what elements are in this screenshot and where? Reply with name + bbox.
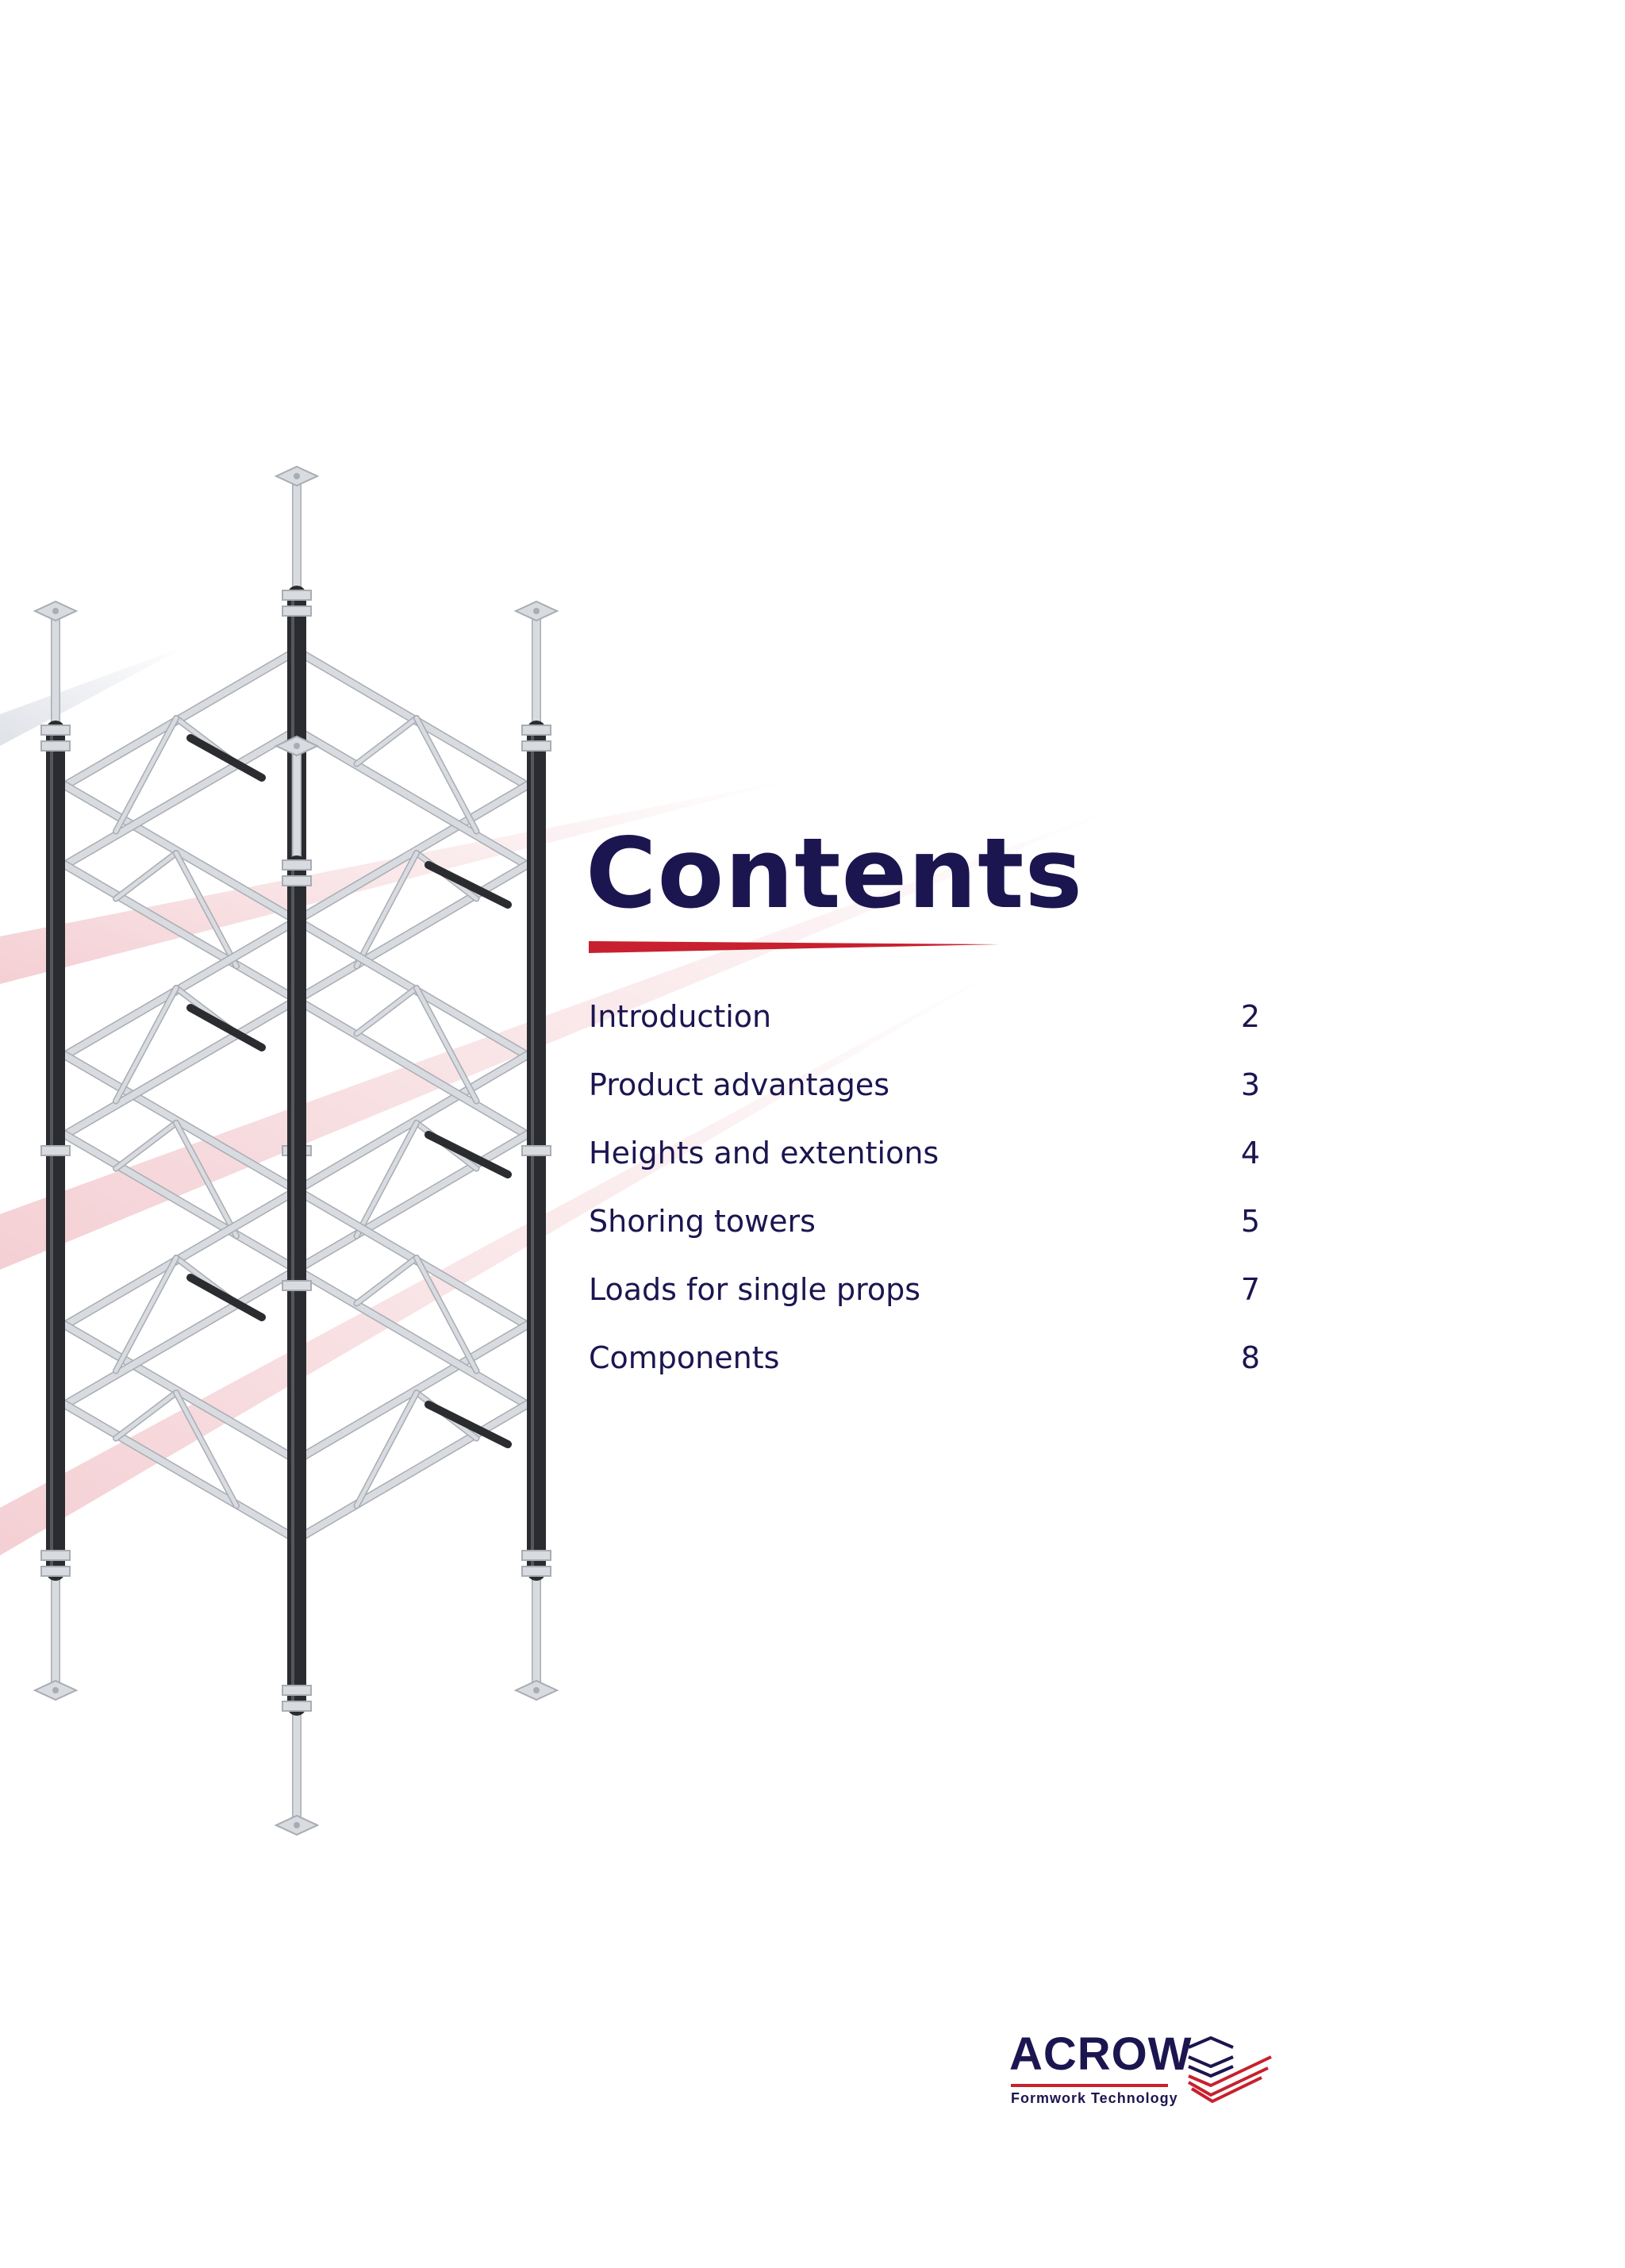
frame-rail (294, 1401, 530, 1543)
prop-plate-bolt (52, 608, 59, 614)
truss-diagonal (355, 1390, 419, 1508)
truss-diagonal (113, 986, 179, 1103)
prop-plate-bolt (533, 608, 540, 614)
toc-item-label: Introduction (589, 999, 772, 1034)
truss-diagonal (355, 1121, 419, 1238)
prop-collar (282, 605, 312, 617)
title-underline (589, 941, 1000, 953)
toc-item-label: Loads for single props (589, 1272, 921, 1307)
prop-collar (521, 1550, 551, 1561)
page-title: Contents (586, 817, 1084, 930)
prop-collar (282, 590, 312, 601)
logo-wordmark: ACROW (1009, 2028, 1193, 2080)
logo-underline (1011, 2084, 1168, 2087)
prop-collar (40, 1566, 71, 1577)
frame-rail (62, 1267, 300, 1408)
cross-ledger (424, 1401, 512, 1448)
truss-diagonal (414, 716, 478, 833)
frame-rail (294, 1267, 530, 1408)
toc-item-page: 8 (1240, 1340, 1260, 1375)
prop-collar (40, 725, 71, 736)
prop-plate-bolt (533, 1687, 540, 1693)
frame-rail (62, 782, 300, 924)
frame-rail (62, 727, 300, 868)
prop-plate-bolt (52, 1687, 59, 1693)
truss-diagonal (414, 1255, 478, 1373)
truss-diagonal (355, 1255, 419, 1305)
cross-ledger (186, 1004, 266, 1051)
truss-diagonal (355, 986, 419, 1036)
truss-diagonal (174, 851, 239, 968)
prop-collar (282, 1685, 312, 1696)
layered-chevron-icon (1188, 2036, 1272, 2103)
toc-item-label: Shoring towers (589, 1204, 816, 1239)
frame-rail (62, 1132, 300, 1273)
frame-rail (62, 1052, 300, 1194)
frame-rail (294, 727, 530, 868)
truss-diagonal (174, 1121, 239, 1238)
logo-tagline: Formwork Technology (1011, 2090, 1178, 2106)
cross-ledger (424, 861, 512, 909)
toc-item-page: 4 (1240, 1136, 1260, 1171)
toc-item-shoring-towers[interactable]: Shoring towers 5 (589, 1187, 1260, 1255)
frame-rail (62, 1322, 300, 1463)
prop-collar (40, 1550, 71, 1561)
prop-collar (282, 1701, 312, 1712)
toc-item-loads-for-single-props[interactable]: Loads for single props 7 (589, 1255, 1260, 1324)
prop-collar (521, 740, 551, 752)
toc-item-page: 2 (1240, 999, 1260, 1034)
toc-item-label: Product advantages (589, 1067, 890, 1102)
prop-collar (282, 875, 312, 886)
toc-item-label: Components (589, 1340, 780, 1375)
frame-rail (294, 1052, 530, 1194)
prop-collar (40, 740, 71, 752)
frame-rail (294, 997, 530, 1138)
prop-collar (521, 1145, 551, 1156)
truss-diagonal (113, 1255, 179, 1373)
prop-plate-bolt (294, 1822, 300, 1828)
truss-diagonal (414, 986, 478, 1103)
table-of-contents: Introduction 2 Product advantages 3 Heig… (589, 982, 1260, 1392)
frame-rail (62, 1401, 300, 1543)
prop-collar (521, 1566, 551, 1577)
cross-ledger (186, 734, 266, 782)
prop-plate-bolt (294, 743, 300, 749)
cross-ledger (424, 1131, 512, 1178)
prop-collar (40, 1145, 71, 1156)
frame-rail (294, 862, 530, 1003)
prop-collar (521, 725, 551, 736)
prop-collar (282, 859, 312, 871)
frame-rail (294, 782, 530, 924)
prop-collar (282, 1280, 312, 1291)
truss-diagonal (113, 716, 179, 833)
prop-plate-bolt (294, 473, 300, 479)
truss-diagonal (174, 1390, 239, 1508)
toc-item-label: Heights and extentions (589, 1136, 939, 1171)
frame-rail (294, 1132, 530, 1273)
truss-diagonal (113, 1390, 179, 1440)
frame-rail (62, 997, 300, 1138)
toc-item-page: 5 (1240, 1204, 1260, 1239)
toc-item-introduction[interactable]: Introduction 2 (589, 982, 1260, 1051)
truss-diagonal (355, 716, 419, 766)
cross-ledger (186, 1274, 266, 1321)
frame-rail (294, 1322, 530, 1463)
acrow-logo: ACROW Formwork Technology (1009, 2032, 1279, 2127)
truss-diagonal (355, 851, 419, 968)
truss-diagonal (113, 1121, 179, 1171)
frame-rail (62, 862, 300, 1003)
truss-diagonal (113, 851, 179, 901)
toc-item-components[interactable]: Components 8 (589, 1324, 1260, 1392)
toc-item-page: 7 (1240, 1272, 1260, 1307)
toc-item-page: 3 (1240, 1067, 1260, 1102)
toc-item-heights-and-extentions[interactable]: Heights and extentions 4 (589, 1119, 1260, 1187)
toc-item-product-advantages[interactable]: Product advantages 3 (589, 1051, 1260, 1119)
